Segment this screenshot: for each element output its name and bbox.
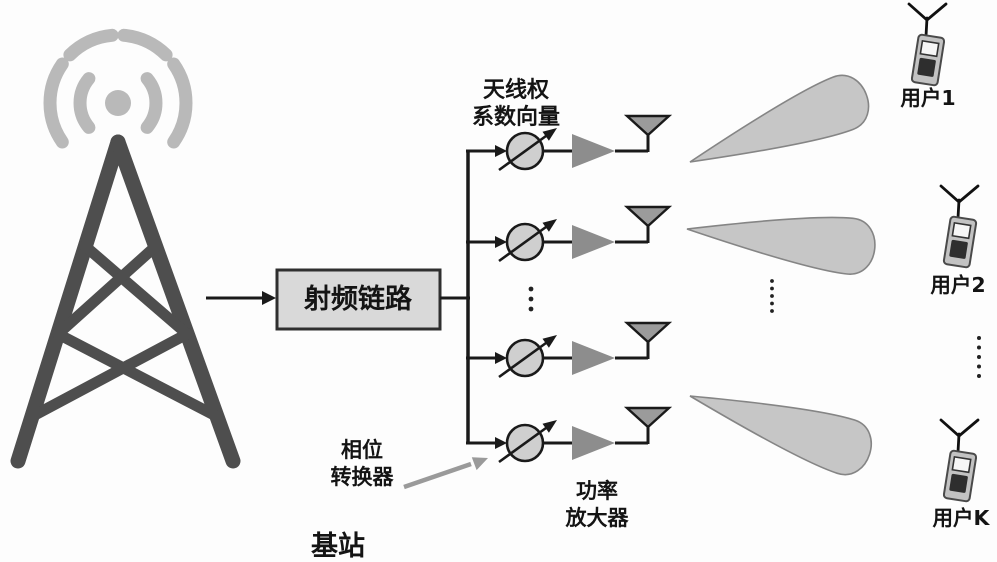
beam-lobe-1 [689, 74, 870, 163]
tx-branch-1 [466, 114, 673, 172]
phase-shifter-line1: 相位 [341, 438, 383, 462]
user-1-label: 用户1 [900, 86, 955, 110]
mobile-phone-icon [939, 418, 980, 503]
splitter-bus [440, 151, 470, 443]
antenna-icon [623, 205, 673, 243]
beam-ellipsis [770, 279, 774, 313]
antenna-weight-label: 天线权 系数向量 [472, 77, 560, 130]
radio-waves-icon [43, 28, 193, 149]
rf-chain-box: 射频链路 [275, 268, 442, 331]
antenna-weight-line1: 天线权 [483, 77, 550, 103]
phase-shifter-icon [498, 128, 557, 172]
antenna-icon [623, 406, 673, 444]
pointer-arrow-icon [403, 457, 488, 490]
cell-tower-icon [10, 134, 241, 469]
rf-chain-label: 射频链路 [303, 283, 413, 315]
user-k: 用户K [933, 418, 991, 530]
tx-branch-2 [466, 205, 673, 263]
phase-shifter-line2: 转换器 [331, 465, 395, 489]
base-station-tower [10, 28, 241, 469]
user-2: 用户2 [930, 184, 986, 297]
input-arrow [206, 291, 276, 305]
tx-branch-4 [466, 406, 673, 464]
rf-chain-rect [275, 268, 442, 331]
phase-shifter-icon [498, 335, 557, 379]
base-station-label: 基站 [311, 531, 365, 562]
amplifier-triangle-icon [572, 341, 615, 375]
branch-ellipsis [528, 286, 534, 312]
power-amplifier-line1: 功率 [576, 479, 618, 503]
beam-lobe-3 [689, 395, 872, 476]
antenna-weight-line2: 系数向量 [472, 104, 560, 130]
user-ellipsis [977, 336, 981, 378]
user-2-label: 用户2 [930, 273, 985, 297]
user-1: 用户1 [900, 2, 956, 110]
mobile-phone-icon [907, 2, 948, 87]
amplifier-triangle-icon [572, 134, 615, 168]
mobile-phone-icon [939, 184, 980, 269]
amplifier-triangle-icon [572, 426, 615, 460]
antenna-icon [623, 114, 673, 152]
antenna-icon [623, 321, 673, 359]
beam-lobe-2 [686, 216, 876, 275]
power-amplifier-line2: 放大器 [565, 506, 630, 530]
phase-shifter-label: 相位 转换器 [331, 438, 488, 490]
user-k-label: 用户K [933, 506, 991, 530]
phase-shifter-icon [498, 219, 557, 263]
tx-branch-3 [466, 321, 673, 379]
power-amplifier-label: 功率 放大器 [565, 479, 630, 530]
amplifier-triangle-icon [572, 225, 615, 259]
